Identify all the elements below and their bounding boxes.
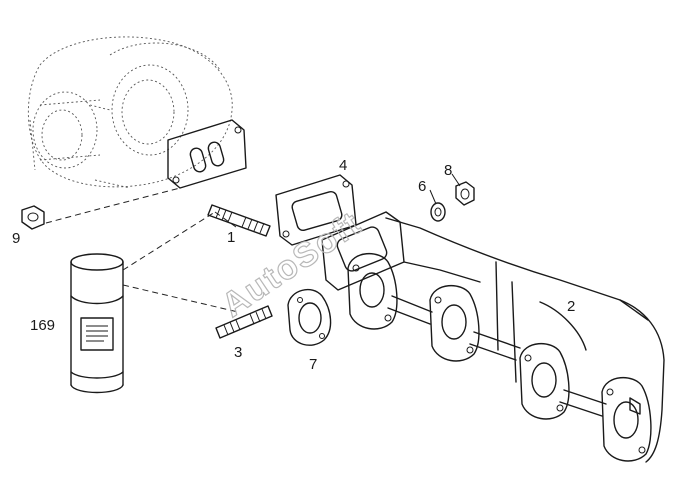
stud-bolt-1: [207, 204, 271, 237]
leader-washer-6: [429, 189, 437, 205]
callout-1: 1: [227, 229, 235, 246]
leader-stud-1: [214, 211, 237, 228]
parts-kit-box-169: [70, 253, 124, 394]
washer-6: [430, 202, 446, 222]
callout-3: 3: [234, 344, 242, 361]
leader-nut-8: [451, 173, 461, 187]
flange-nut-8: [455, 181, 475, 206]
callout-4: 4: [339, 157, 347, 174]
turbocharger-outline: [27, 36, 247, 189]
exhaust-manifold-2: [321, 211, 665, 463]
watermark-text: AutoSoft: [215, 204, 368, 325]
stud-bolt-3: [215, 305, 273, 339]
callout-7: 7: [309, 356, 317, 373]
callout-6: 6: [418, 178, 426, 195]
callout-2: 2: [567, 298, 575, 315]
callout-9: 9: [12, 230, 20, 247]
hex-nut-9: [21, 187, 181, 230]
callout-8: 8: [444, 162, 452, 179]
leader-box-to-stud-1: [122, 211, 216, 271]
gasket-7: [287, 288, 332, 346]
callout-169: 169: [30, 317, 55, 334]
